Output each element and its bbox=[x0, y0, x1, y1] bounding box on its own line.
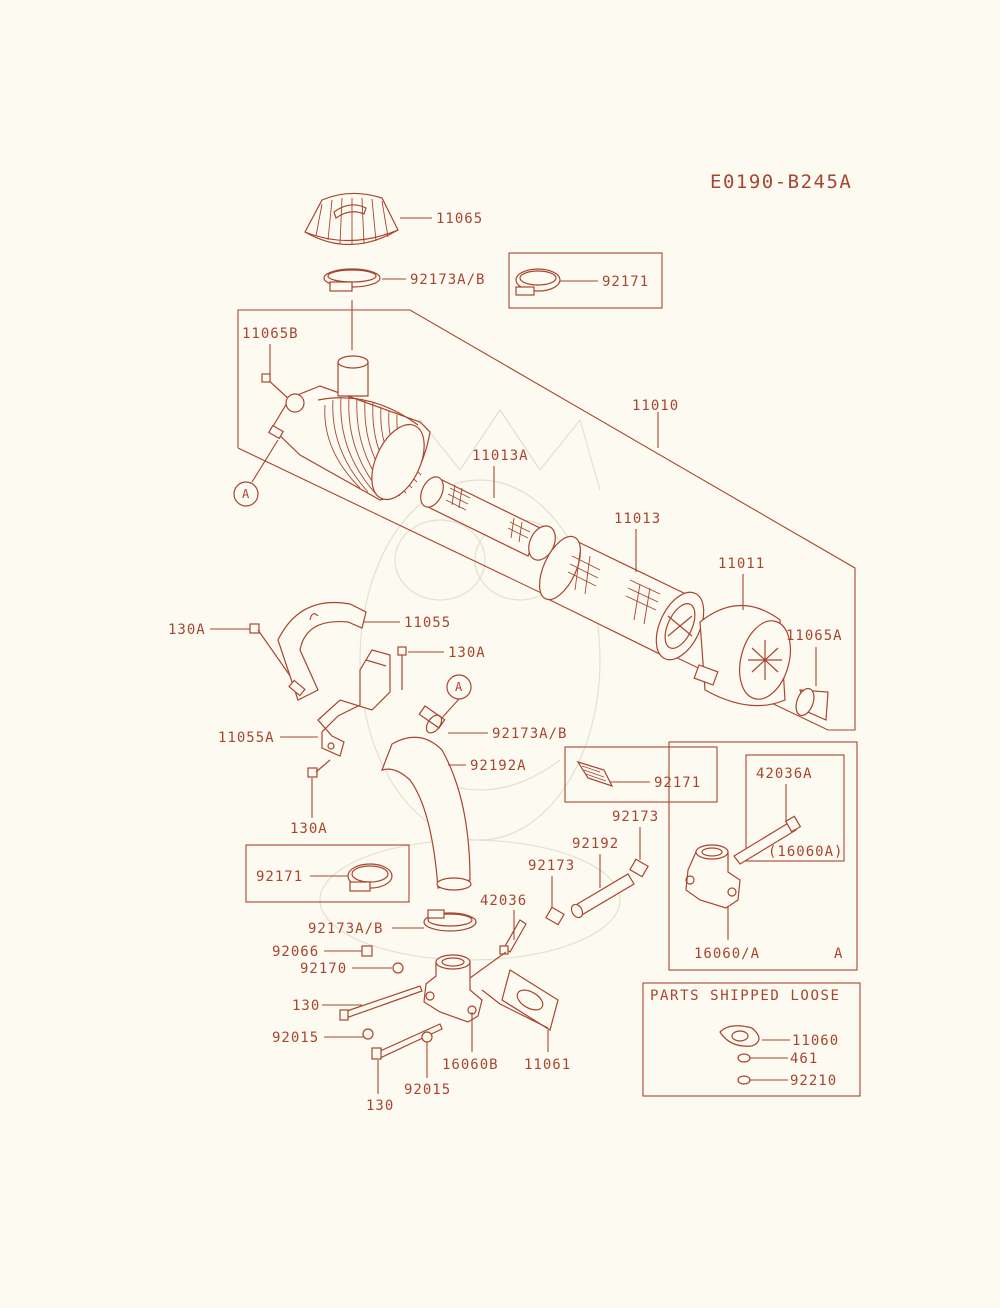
label-130-1: 130 bbox=[292, 998, 320, 1014]
part-461 bbox=[737, 1053, 751, 1063]
label-92171-low: 92171 bbox=[256, 869, 303, 885]
part-11065a-valve bbox=[795, 687, 829, 721]
label-92015-1: 92015 bbox=[272, 1030, 319, 1046]
label-92173-r: 92173 bbox=[612, 809, 659, 825]
part-92171-clamp-low bbox=[347, 863, 393, 892]
detail-ref-a: A bbox=[834, 946, 843, 962]
label-11011: 11011 bbox=[718, 556, 765, 572]
part-92170 bbox=[392, 962, 404, 974]
callout-a-mid-label: A bbox=[455, 680, 463, 694]
part-92173ab-clamp-low bbox=[423, 909, 477, 932]
part-16060b-throttle-body bbox=[423, 954, 483, 1023]
label-11065: 11065 bbox=[436, 211, 483, 227]
parts-shipped-loose-title: PARTS SHIPPED LOOSE bbox=[650, 988, 841, 1004]
part-92015-nut-1 bbox=[362, 1028, 374, 1040]
label-11055a: 11055A bbox=[218, 730, 275, 746]
part-11013-outer-element bbox=[538, 535, 705, 661]
diagram-code: E0190-B245A bbox=[710, 171, 852, 193]
part-130a-bolt-3 bbox=[307, 759, 331, 778]
part-16060a-throttle-body bbox=[685, 844, 741, 909]
label-92210: 92210 bbox=[790, 1073, 837, 1089]
part-92171-clamp-top bbox=[515, 268, 561, 296]
part-air-cleaner-housing bbox=[267, 355, 431, 501]
label-11010: 11010 bbox=[632, 398, 679, 414]
box-92171-top bbox=[508, 252, 663, 309]
callout-a-top-label: A bbox=[242, 487, 250, 501]
label-92173-m: 92173 bbox=[528, 858, 575, 874]
label-461: 461 bbox=[790, 1051, 818, 1067]
label-42036: 42036 bbox=[480, 893, 527, 909]
label-92192a: 92192A bbox=[470, 758, 527, 774]
part-92171-clamp-mid bbox=[576, 760, 614, 788]
label-130a-1: 130A bbox=[168, 622, 206, 638]
label-11055: 11055 bbox=[404, 615, 451, 631]
part-11013a-inner-element bbox=[420, 476, 556, 561]
label-11065a: 11065A bbox=[786, 628, 843, 644]
part-92066 bbox=[361, 945, 373, 957]
label-130a-3: 130A bbox=[290, 821, 328, 837]
part-11065-cap bbox=[304, 192, 399, 246]
label-11061: 11061 bbox=[524, 1057, 571, 1073]
part-92015-nut-2 bbox=[421, 1031, 433, 1043]
label-92173ab-top: 92173A/B bbox=[410, 272, 485, 288]
part-11060-gasket bbox=[719, 1025, 760, 1047]
part-130-bolt-2 bbox=[371, 1023, 443, 1060]
label-92066: 92066 bbox=[272, 944, 319, 960]
box-92171-mid bbox=[564, 746, 718, 803]
part-11055a-bracket bbox=[317, 649, 391, 757]
label-11013a: 11013A bbox=[472, 448, 529, 464]
label-16060b: 16060B bbox=[442, 1057, 499, 1073]
label-16060a-paren: (16060A) bbox=[768, 844, 843, 860]
label-92170: 92170 bbox=[300, 961, 347, 977]
part-130a-bolt-2 bbox=[397, 646, 407, 690]
part-92173ab-clamp-mid bbox=[418, 705, 446, 734]
box-parts-shipped-loose bbox=[642, 982, 861, 1097]
label-92192: 92192 bbox=[572, 836, 619, 852]
label-92173ab-mid: 92173A/B bbox=[492, 726, 567, 742]
part-92173-clip-mid bbox=[545, 906, 565, 926]
callout-a-top bbox=[233, 481, 259, 507]
part-42036-pipe bbox=[499, 919, 527, 955]
label-92171-top: 92171 bbox=[602, 274, 649, 290]
part-92192-hose bbox=[570, 873, 635, 919]
part-92192a-hose bbox=[380, 736, 472, 891]
label-92173ab-low: 92173A/B bbox=[308, 921, 383, 937]
label-130-2: 130 bbox=[366, 1098, 394, 1114]
part-130-bolt-1 bbox=[339, 985, 423, 1021]
part-11065b-bolt bbox=[261, 373, 291, 401]
label-16060-a: 16060/A bbox=[694, 946, 760, 962]
part-92210 bbox=[737, 1075, 751, 1085]
part-11011-cover bbox=[693, 604, 791, 707]
label-92171-mid: 92171 bbox=[654, 775, 701, 791]
label-11013: 11013 bbox=[614, 511, 661, 527]
part-42036a-pipe bbox=[733, 815, 802, 865]
part-92173ab-clamp-top bbox=[323, 268, 381, 292]
box-detail-a bbox=[668, 741, 858, 971]
box-detail-a-inner bbox=[745, 754, 845, 862]
part-11055-band bbox=[277, 601, 367, 701]
part-92173-clip-right bbox=[629, 858, 649, 878]
label-11060: 11060 bbox=[792, 1033, 839, 1049]
watermark bbox=[319, 408, 621, 961]
label-42036a: 42036A bbox=[756, 766, 813, 782]
bracket-11010 bbox=[237, 309, 856, 731]
box-92171-low bbox=[245, 844, 410, 903]
label-11065b: 11065B bbox=[242, 326, 299, 342]
label-130a-2: 130A bbox=[448, 645, 486, 661]
label-92015-2: 92015 bbox=[404, 1082, 451, 1098]
part-11061-gasket bbox=[481, 969, 559, 1031]
